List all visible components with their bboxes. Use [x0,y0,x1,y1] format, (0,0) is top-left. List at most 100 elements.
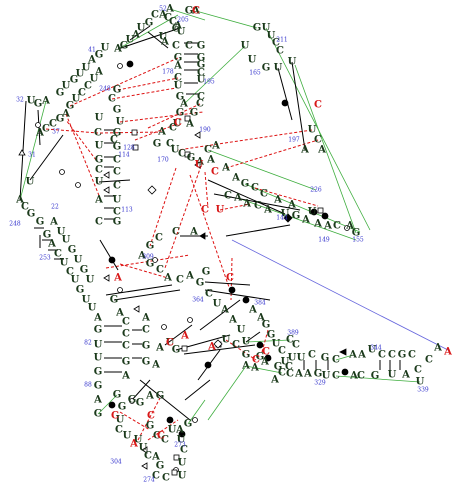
nucleotide-label: C [254,201,262,212]
position-number: 22 [51,204,59,211]
nucleotide-label: U [62,81,71,92]
nucleotide-label: A [113,44,122,55]
nucleotide-label: U [213,299,222,310]
nucleotide-label: A [155,343,164,354]
nucleotide-label: A [300,145,309,156]
nucleotide-label: A [231,173,240,184]
nucleotide-label: C [272,38,280,49]
tertiary-link [65,119,97,161]
nucleotide-label: A [47,239,56,250]
nucleotide-label: G [56,88,65,99]
nucleotide-label: A [41,96,50,107]
nucleotide-label: G [262,320,271,331]
nucleotide-label: U [166,338,175,349]
cis-pair-symbol [228,286,236,294]
nucleotide-label: U [88,303,97,314]
nucleotide-label: C [232,340,240,351]
nucleotide-label: C [276,46,284,57]
nucleotide-label: A [241,361,250,372]
bond-line [147,31,169,49]
triangle-pair-symbol [18,149,26,156]
nucleotide-label: A [179,99,188,110]
trans-pair-symbol [35,122,41,128]
nucleotide-label: C [113,207,121,218]
highlighted-nucleotide-label: C [157,431,165,442]
trans-pair-symbol [192,417,198,423]
nucleotide-label: C [308,350,316,361]
trans-pair-symbol [129,398,135,404]
bond-line [105,284,173,296]
nucleotide-label: G [185,6,194,17]
trans-pair-symbol [117,63,123,69]
nucleotide-label: G [113,142,122,153]
position-number: 205 [177,17,189,24]
position-number: 253 [39,255,51,262]
nucleotide-label: U [116,415,125,426]
highlighted-nucleotide-label: C [111,411,119,422]
bond-line [213,193,301,211]
nucleotide-label: A [61,109,70,120]
nucleotide-label: C [278,368,286,379]
nucleotide-label: C [164,13,172,24]
nucleotide-label: G [274,362,283,373]
position-number: 37 [52,129,60,136]
nucleotide-label: G [113,85,122,96]
position-number: 211 [276,37,287,44]
nucleotide-label: U [26,177,35,188]
base-pair-ticks [34,42,401,373]
triangle-pair-symbol [194,131,201,139]
nucleotide-label: C [21,202,29,213]
nucleotide-label: C [197,92,205,103]
nucleotide-label: G [113,217,122,228]
nucleotide-label: G [197,60,206,71]
long-range-link [187,399,206,425]
nucleotide-label: C [180,445,188,456]
nucleotide-label: U [116,117,125,128]
nucleotide-label: G [172,24,181,35]
position-number: 190 [199,127,211,134]
nucleotide-label: C [115,425,123,436]
nucleotide-label: U [76,69,85,80]
nucleotide-label: G [352,228,361,239]
nucleotide-label: A [270,375,279,386]
nucleotide-label: G [120,41,129,52]
nucleotide-label: G [110,295,119,306]
long-range-link [245,365,283,374]
nucleotide-label: G [241,179,250,190]
nucleotide-label: C [78,88,86,99]
nucleotide-label: A [221,163,230,174]
tertiary-link [177,129,313,151]
cis-pair-symbol [108,401,116,409]
nucleotide-label: G [56,114,65,125]
nucleotide-label: G [156,391,165,402]
tertiary-link [149,167,177,247]
nucleotide-label: C [278,346,286,357]
nucleotide-label: A [137,251,146,262]
bond-line [131,379,151,401]
highlighted-nucleotide-label: A [443,347,452,358]
bond-line [204,289,271,301]
nucleotide-label: G [66,101,75,112]
nucleotide-label: U [274,63,283,74]
nucleotide-label: G [184,419,193,430]
nucleotide-label: C [122,341,130,352]
nucleotide-label: U [82,63,91,74]
nucleotide-label: C [425,355,433,366]
nucleotide-label: U [95,177,104,188]
tertiary-interactions [45,57,319,441]
nucleotide-label: G [156,461,165,472]
nucleotide-label: A [131,30,140,41]
cis-pair-symbol [126,60,134,68]
nucleotide-label: A [93,395,102,406]
nucleotide-label: A [115,308,124,319]
nucleotide-label: A [228,315,237,326]
bond-line [245,331,261,343]
nucleotide-label: C [314,135,322,146]
nucleotide-label: U [62,235,71,246]
nucleotide-label: C [54,249,62,260]
tertiary-link [261,329,269,353]
nucleotide-label: C [333,221,341,232]
nucleotide-label: A [317,145,326,156]
bond-line [29,134,64,181]
